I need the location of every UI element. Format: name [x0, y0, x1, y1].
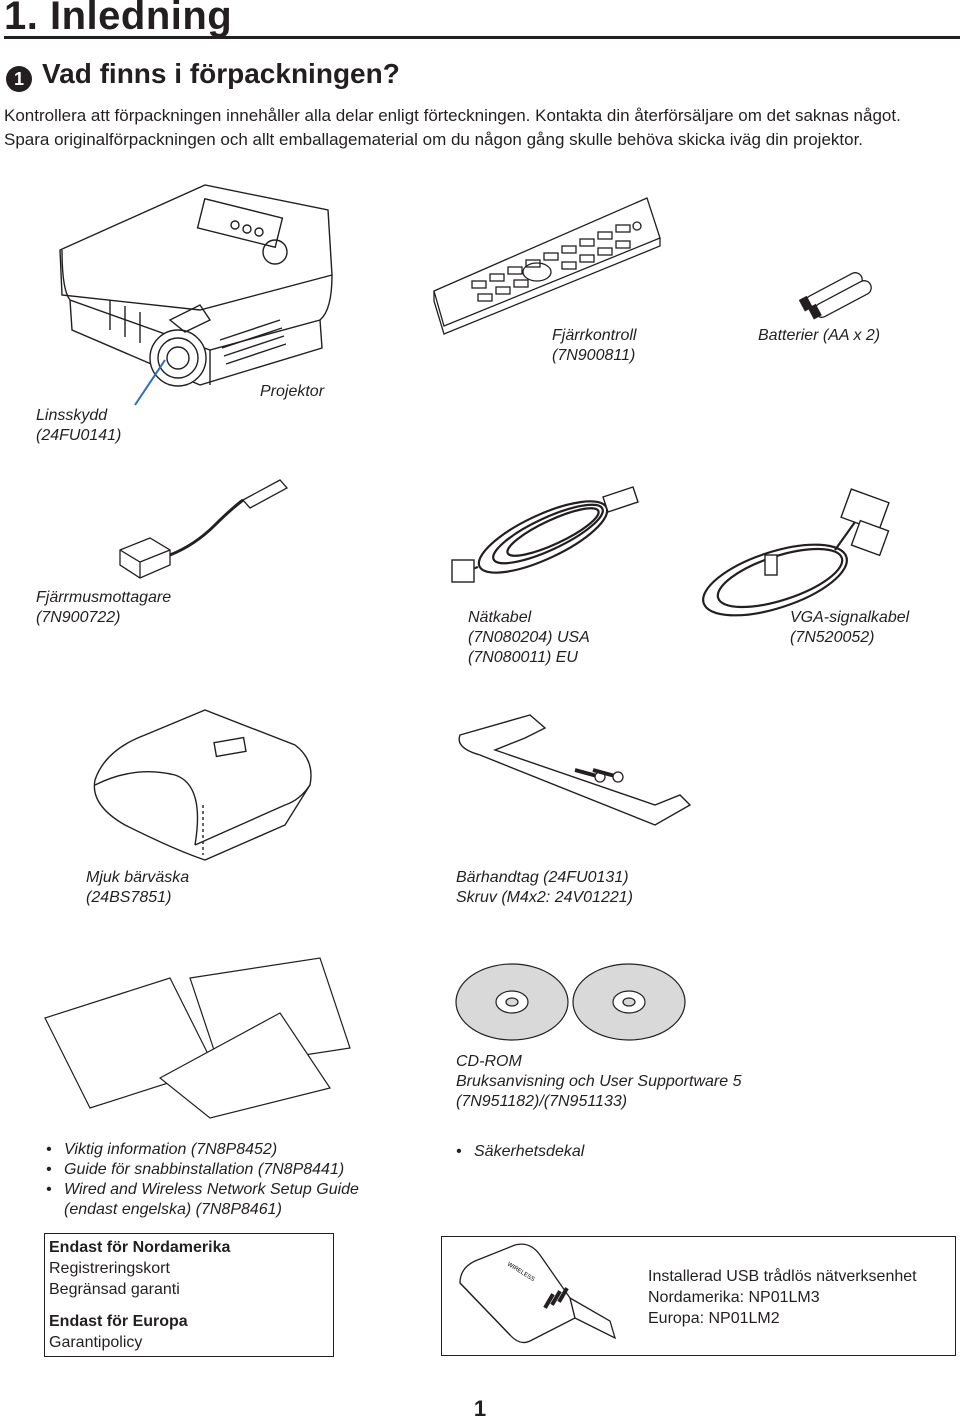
page-number: 1	[473, 1396, 487, 1421]
documents-list: •Viktig information (7N8P8452) •Guide fö…	[46, 1140, 359, 1220]
intro-line-1: Kontrollera att förpackningen innehåller…	[4, 106, 901, 125]
usb-wireless-unit-image: WIRELESS	[459, 1243, 617, 1344]
soft-case-image	[93, 709, 312, 861]
soft-case-label: Mjuk bärväska (24BS7851)	[86, 869, 190, 906]
na-item: Registreringskort	[49, 1260, 170, 1277]
batteries-label: Batterier (AA x 2)	[758, 327, 881, 344]
batteries-image	[798, 272, 872, 320]
remote-mouse-receiver-image	[119, 479, 289, 579]
remote-label: Fjärrkontroll (7N900811)	[552, 327, 637, 364]
eu-title: Endast för Europa	[49, 1313, 188, 1330]
remote-control-image	[433, 197, 661, 335]
title-rule	[4, 36, 960, 39]
remote-mouse-label: Fjärrmusmottagare (7N900722)	[36, 589, 172, 626]
na-title: Endast för Nordamerika	[49, 1239, 231, 1256]
list-item-continuation: (endast engelska) (7N8P8461)	[64, 1201, 282, 1218]
vga-cable-image	[702, 488, 890, 617]
documents-image	[44, 957, 351, 1119]
intro-text: Kontrollera att förpackningen innehåller…	[4, 104, 954, 152]
list-item: •Säkerhetsdekal	[456, 1143, 585, 1160]
vga-cable-label: VGA-signalkabel (7N520052)	[790, 609, 910, 646]
handle-label: Bärhandtag (24FU0131) Skruv (M4x2: 24V01…	[456, 869, 633, 906]
safety-sticker-list: •Säkerhetsdekal	[456, 1142, 584, 1162]
list-item: •Viktig information (7N8P8452)	[46, 1141, 278, 1158]
eu-item: Garantipolicy	[49, 1334, 143, 1351]
cdrom-image	[455, 963, 686, 1041]
list-item: •Wired and Wireless Network Setup Guide	[46, 1181, 359, 1198]
cdrom-label: CD-ROM Bruksanvisning och User Supportwa…	[456, 1053, 742, 1110]
lens-cap-label: Linsskydd (24FU0141)	[36, 407, 122, 444]
usb-wireless-label: Installerad USB trådlös nätverksenhet No…	[648, 1268, 917, 1327]
usb-wireless-box	[441, 1236, 956, 1356]
section-title: Vad finns i förpackningen?	[42, 58, 400, 89]
list-item: •Guide för snabbinstallation (7N8P8441)	[46, 1161, 345, 1178]
na-item: Begränsad garanti	[49, 1281, 180, 1298]
intro-line-2: Spara originalförpackningen och allt emb…	[4, 130, 864, 149]
projector-image	[59, 184, 333, 406]
section-number-badge: 1	[6, 66, 32, 92]
chapter-title: 1. Inledning	[4, 0, 233, 38]
power-cable-label: Nätkabel (7N080204) USA (7N080011) EU	[468, 609, 590, 666]
projector-label: Projektor	[260, 383, 325, 400]
region-info-box: Endast för Nordamerika Registreringskort…	[44, 1233, 334, 1357]
power-cable-image	[451, 486, 639, 583]
carrying-handle-image	[458, 714, 692, 826]
